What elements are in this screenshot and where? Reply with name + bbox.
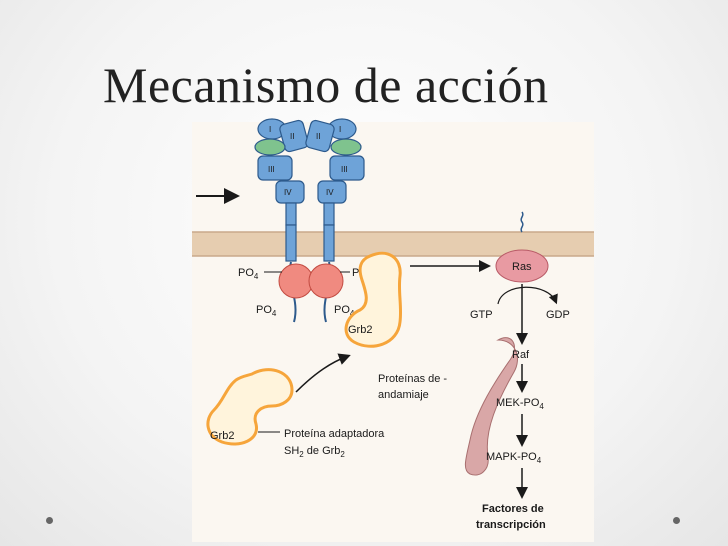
transmembrane-left <box>285 224 297 262</box>
scaffold-protein <box>464 337 518 476</box>
domain-label-I-left: I <box>269 125 271 134</box>
svg-text:andamiaje: andamiaje <box>378 389 429 401</box>
mek-label: MEK-PO4 <box>496 397 544 411</box>
domain-label-III-left: III <box>268 165 275 174</box>
gtp-gdp-cycle-arrow <box>497 286 558 305</box>
svg-text:SH2 de Grb2: SH2 de Grb2 <box>284 445 345 459</box>
ras-membrane-anchor <box>520 211 524 233</box>
domain-III-right <box>329 155 365 181</box>
grb2-bound-label: Grb2 <box>348 324 372 336</box>
grb2-free: Grb2 <box>206 368 294 446</box>
domain-label-II-left: II <box>290 132 294 141</box>
transcription-factors-label: Factores de transcripción <box>476 503 546 531</box>
domain-II-right <box>305 119 335 153</box>
scaffold-protein-label: Proteínas de - andamiaje <box>378 373 447 401</box>
mapk-label: MAPK-PO4 <box>486 451 542 465</box>
slide-title: Mecanismo de acción <box>103 57 549 113</box>
domain-II-left <box>279 119 309 153</box>
bullet-dot-right <box>673 517 680 524</box>
stalk-right <box>323 202 335 226</box>
svg-text:Proteínas de -: Proteínas de - <box>378 373 447 385</box>
kinase-domain-left <box>278 263 314 299</box>
phosphate-label-2: PO4 <box>256 304 277 318</box>
raf-label: Raf <box>512 349 530 361</box>
ras-label: Ras <box>512 261 532 273</box>
transmembrane-right <box>323 224 335 262</box>
domain-label-II-right: II <box>316 132 320 141</box>
bullet-dot-left <box>46 517 53 524</box>
domain-label-III-right: III <box>341 165 348 174</box>
gtp-label: GTP <box>470 309 493 321</box>
domain-label-IV-right: IV <box>326 188 334 197</box>
svg-text:PO4: PO4 <box>238 267 259 281</box>
grb2-free-label: Grb2 <box>210 430 234 442</box>
svg-text:PO4: PO4 <box>256 304 277 318</box>
domain-green-right <box>330 138 362 156</box>
svg-text:Factores de: Factores de <box>482 503 544 515</box>
receptor-right: I II III IV <box>305 118 365 323</box>
domain-label-I-right: I <box>339 125 341 134</box>
svg-text:transcripción: transcripción <box>476 519 546 531</box>
ras-protein: Ras <box>495 249 549 283</box>
grb2-recruitment-arrow <box>295 353 351 393</box>
domain-green-left <box>254 138 286 156</box>
stalk-left <box>285 202 297 226</box>
adaptor-protein-label: Proteína adaptadora SH2 de Grb2 <box>258 428 385 459</box>
domain-label-IV-left: IV <box>284 188 292 197</box>
svg-text:Proteína adaptadora: Proteína adaptadora <box>284 428 385 440</box>
grb2-bound: Grb2 <box>344 251 403 348</box>
phosphate-label-1: PO4 <box>238 267 282 281</box>
kinase-domain-right <box>308 263 344 299</box>
domain-III-left <box>257 155 293 181</box>
gdp-label: GDP <box>546 309 570 321</box>
